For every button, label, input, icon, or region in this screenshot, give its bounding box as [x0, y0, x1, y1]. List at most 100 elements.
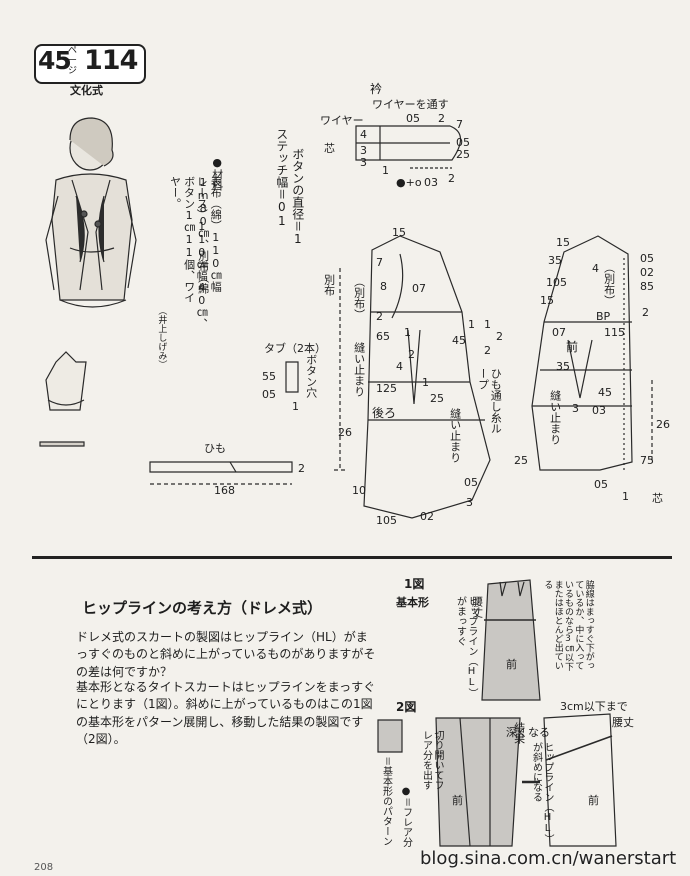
- back-val: 02: [420, 510, 434, 523]
- back-val: 10: [352, 484, 366, 497]
- back-val: 26: [338, 426, 352, 439]
- back-val: 2: [496, 330, 503, 343]
- front-bp: BP: [596, 310, 611, 323]
- collar-val: 25: [456, 148, 470, 161]
- collar-val: 7: [456, 118, 463, 131]
- materials-line1: 表布（綿）110㎝幅1m80㎝、別布（綿: [196, 176, 223, 294]
- collar-val: 3: [360, 144, 367, 157]
- back-seam-stop2: 縫い止まり: [448, 408, 462, 463]
- back-val: 105: [376, 514, 397, 527]
- front-val: 3: [572, 402, 579, 415]
- fig2-title: 2図: [396, 700, 417, 714]
- collar-core: 芯: [324, 142, 335, 155]
- back-val: 65: [376, 330, 390, 343]
- back-view-thumbnail: [45, 351, 87, 411]
- fig1-title: 1図: [404, 577, 425, 591]
- collar-val: 3: [360, 156, 367, 169]
- section-title: ヒップラインの考え方（ドレメ式）: [82, 599, 323, 617]
- collar-val: 4: [360, 128, 367, 141]
- front-val: 25: [514, 454, 528, 467]
- materials-line3: ヤー。: [168, 176, 182, 209]
- tab-val: 55: [262, 370, 276, 383]
- back-label: 後ろ: [372, 406, 397, 420]
- section-divider: [32, 556, 672, 559]
- fig2-legend-basic: ＝基本形のパターン: [380, 756, 392, 846]
- fig2-front-a: 前: [452, 794, 463, 807]
- back-val: 05: [464, 476, 478, 489]
- back-seam-stop: 縫い止まり: [352, 342, 366, 397]
- fig2-result: 結果: [512, 722, 526, 744]
- fig2-deeper: 深くなる: [506, 726, 550, 739]
- back-val: 25: [430, 392, 444, 405]
- front-val: 85: [640, 280, 654, 293]
- fig1-skirt: [481, 579, 541, 701]
- badge-system: 文化式: [70, 84, 103, 97]
- fig1-front: 前: [506, 658, 517, 671]
- himo-width: 2: [298, 462, 305, 475]
- back-val: 45: [452, 334, 466, 347]
- back-loop: ひも通し糸ループ: [476, 368, 503, 434]
- tie-draft: [149, 461, 293, 485]
- note-stitch-width: ステッチ幅＝01: [274, 128, 289, 228]
- page-number: 208: [34, 862, 54, 873]
- back-val: 125: [376, 382, 397, 395]
- tie-thumbnail: [39, 441, 85, 447]
- front-val: 115: [604, 326, 625, 339]
- front-core: 芯: [652, 492, 663, 505]
- tab-draft: [285, 361, 299, 393]
- back-val: 1: [404, 326, 411, 339]
- front-betsununo: （別布）: [602, 262, 616, 306]
- front-val: 75: [640, 454, 654, 467]
- back-val: 07: [412, 282, 426, 295]
- watermark-url: blog.sina.com.cn/wanerstart: [420, 848, 677, 869]
- front-draft: [531, 235, 653, 471]
- back-val: 2: [484, 344, 491, 357]
- back-val: 7: [376, 256, 383, 269]
- page-badge: [34, 44, 146, 84]
- collar-val: 2: [448, 172, 455, 185]
- section-answer: 基本形となるタイトスカートはヒップラインをまっすぐにとります（1図）。斜めに上が…: [76, 680, 376, 747]
- front-val: 05: [594, 478, 608, 491]
- collar-wire: ワイヤー: [320, 114, 364, 127]
- back-val: 1: [484, 318, 491, 331]
- front-val: 35: [548, 254, 562, 267]
- tab-buttonhole: ボタン穴: [304, 354, 318, 398]
- fig2-legend-flare: ●＝フレア分: [400, 786, 412, 847]
- front-label: 前: [566, 340, 579, 354]
- section-question: ドレメ式のスカートの製図はヒップライン（HL）がまっすぐのものと斜めに上がってい…: [76, 630, 376, 679]
- front-val: 26: [656, 418, 670, 431]
- materials-title: ●材料: [210, 156, 224, 191]
- model-illustration: [45, 117, 137, 308]
- himo-title: ひも: [204, 442, 226, 455]
- front-val: 07: [552, 326, 566, 339]
- collar-val: 1: [382, 164, 389, 177]
- tab-val: 05: [262, 388, 276, 401]
- back-val: 15: [392, 226, 406, 239]
- fig1-hem-note: 3cm以下まで: [560, 700, 628, 713]
- collar-symbol: ●+o: [396, 176, 422, 189]
- front-val: 35: [556, 360, 570, 373]
- back-betsununo2: （別布）: [352, 276, 366, 320]
- himo-length: 168: [214, 484, 235, 497]
- collar-draft: [355, 125, 462, 169]
- back-draft: [334, 235, 491, 519]
- materials-line2: レース）110㎝幅40㎝、ボタン1㎝11個、ワイ: [182, 176, 209, 329]
- front-val: 45: [598, 386, 612, 399]
- materials-credit: （井上しげみ）: [156, 306, 167, 369]
- fig2-skirt: [377, 713, 617, 847]
- back-val: 2: [408, 348, 415, 361]
- fig2-hip-line: ヒップライン（HL）が斜めになる: [530, 742, 554, 839]
- back-val: 3: [466, 496, 473, 509]
- front-val: 4: [592, 262, 599, 275]
- back-val: 8: [380, 280, 387, 293]
- fig2-cut-open: 切り開いてフレア分を出す: [420, 730, 444, 790]
- front-val: 02: [640, 266, 654, 279]
- front-val: 2: [642, 306, 649, 319]
- front-val: 1: [622, 490, 629, 503]
- collar-val: 05: [406, 112, 420, 125]
- fig2-waist: 腰丈: [612, 716, 634, 729]
- fig1-subtitle: 基本形: [396, 596, 429, 609]
- front-val: 105: [546, 276, 567, 289]
- badge-id: 114: [84, 45, 138, 76]
- collar-val: 03: [424, 176, 438, 189]
